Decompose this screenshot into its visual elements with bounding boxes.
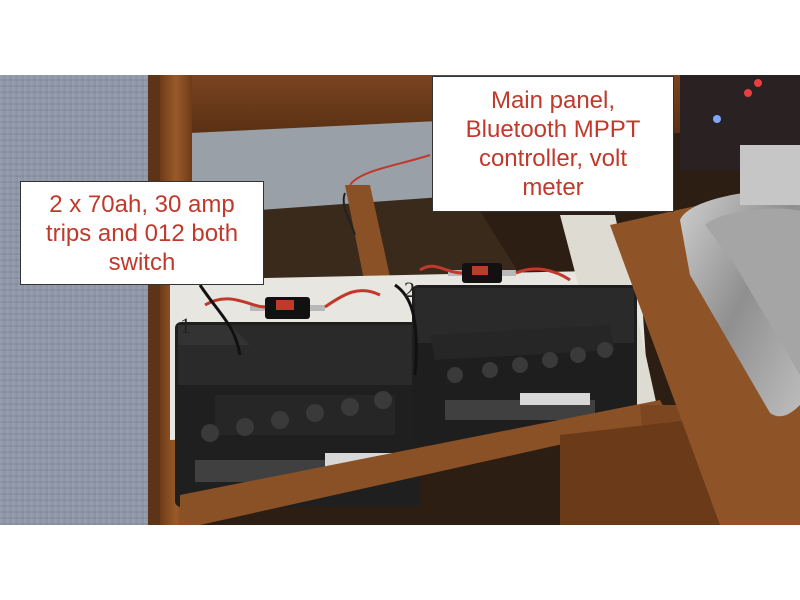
carpet-edge: [148, 75, 160, 525]
wire-red-2: [419, 264, 571, 282]
photo: 1 2: [0, 75, 800, 525]
wire-black-1: [198, 284, 242, 356]
wire-back-2: [342, 192, 356, 236]
led-red-1: [754, 79, 762, 87]
carpet-seat-top: [0, 75, 165, 110]
battery-2: [412, 285, 637, 445]
grey-wall-top: [740, 145, 800, 205]
callout-batteries: 2 x 70ah, 30 amp trips and 012 both swit…: [20, 181, 264, 285]
battery-label-2: 2: [404, 277, 415, 302]
steel-stove: [680, 190, 800, 417]
wire-black-2: [394, 283, 418, 376]
battery-label-1: 1: [180, 313, 191, 338]
led-red-2: [744, 89, 752, 97]
fuse-1: [250, 297, 325, 319]
wood-cupboard: [560, 420, 730, 525]
carpet-seat: [0, 110, 150, 525]
led-blue: [713, 115, 721, 123]
wire-back: [349, 154, 431, 186]
photo-illustration: 1 2: [0, 75, 800, 525]
callout-main-panel: Main panel, Bluetooth MPPT controller, v…: [432, 76, 674, 212]
wood-divider: [345, 185, 395, 300]
wood-front-frame: [180, 400, 670, 525]
